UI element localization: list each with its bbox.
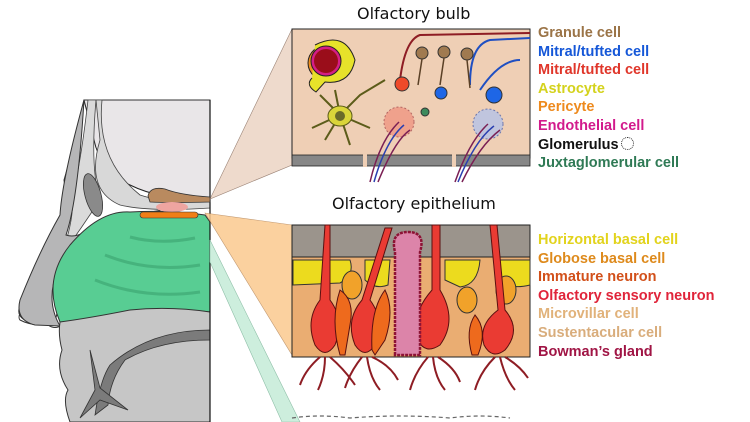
legend-endothelial-cell: Endothelial cell xyxy=(538,117,645,134)
lower-panel-edge xyxy=(291,415,511,419)
epithelium-panel xyxy=(291,224,531,419)
mitral-cell-red xyxy=(394,76,410,92)
bulb-boundary xyxy=(291,154,531,167)
legend-sustentacular-cell: Sustentacular cell xyxy=(538,324,663,341)
turbinate-1 xyxy=(129,235,196,243)
palate-mouth xyxy=(58,307,211,422)
lip-bone xyxy=(79,349,129,419)
cribriform-pink xyxy=(156,202,188,212)
legend-bowmans-gland: Bowman’s gland xyxy=(538,343,653,360)
turbinate-2 xyxy=(104,253,201,269)
legend-glomerulus-label: Glomerulus xyxy=(538,136,619,153)
epithelium-legend: Horizontal basal cell Globose basal cell… xyxy=(538,231,714,361)
astrocyte xyxy=(311,79,386,146)
legend-olfactory-sensory-neuron: Olfactory sensory neuron xyxy=(538,287,715,304)
legend-granule-cell: Granule cell xyxy=(538,25,622,41)
axon-blue xyxy=(469,37,531,91)
lower-zoom-wedge xyxy=(209,239,301,422)
legend-microvillar-cell: Microvillar cell xyxy=(538,306,639,323)
head-section xyxy=(18,99,211,422)
sensory-neurons xyxy=(310,224,514,355)
epithelium-strip xyxy=(139,211,199,219)
bowmans-gland xyxy=(392,230,423,357)
legend-horizontal-basal-cell: Horizontal basal cell xyxy=(538,232,679,248)
mitral-cell-blue-2 xyxy=(485,86,503,104)
legend-immature-neuron: Immature neuron xyxy=(538,269,657,286)
mitral-cell-blue-1 xyxy=(434,86,448,100)
legend-juxtaglomerular-cell: Juxtaglomerular cell xyxy=(538,155,680,172)
immature-neurons xyxy=(334,289,483,356)
legend-mitral-tufted-cell-blue: Mitral/tufted cell xyxy=(538,43,650,60)
juxtaglomerular-cell xyxy=(420,107,430,117)
frontal-sinus xyxy=(83,173,103,217)
legend-pericyte: Pericyte xyxy=(538,99,595,116)
granule-cells xyxy=(415,45,474,89)
nose-skin xyxy=(18,99,101,327)
axon-roots xyxy=(299,356,529,391)
palate-bone xyxy=(94,329,211,416)
legend-globose-basal-cell: Globose basal cell xyxy=(538,250,666,267)
legend-mitral-tufted-cell-red: Mitral/tufted cell xyxy=(538,62,650,79)
epithelium-panel-title: Olfactory epithelium xyxy=(332,194,496,213)
legend-glomerulus: Glomerulus xyxy=(538,136,679,155)
dotted-circle-icon xyxy=(620,136,634,150)
bulb-legend: Granule cell Mitral/tufted cell Mitral/t… xyxy=(538,24,679,173)
turbinate-3 xyxy=(94,278,201,296)
bulb-zoom-wedge xyxy=(209,28,293,200)
axon-red xyxy=(399,32,531,81)
legend-astrocyte: Astrocyte xyxy=(538,80,605,97)
bulb-panel xyxy=(291,28,531,183)
bulb-panel-title: Olfactory bulb xyxy=(357,4,471,23)
